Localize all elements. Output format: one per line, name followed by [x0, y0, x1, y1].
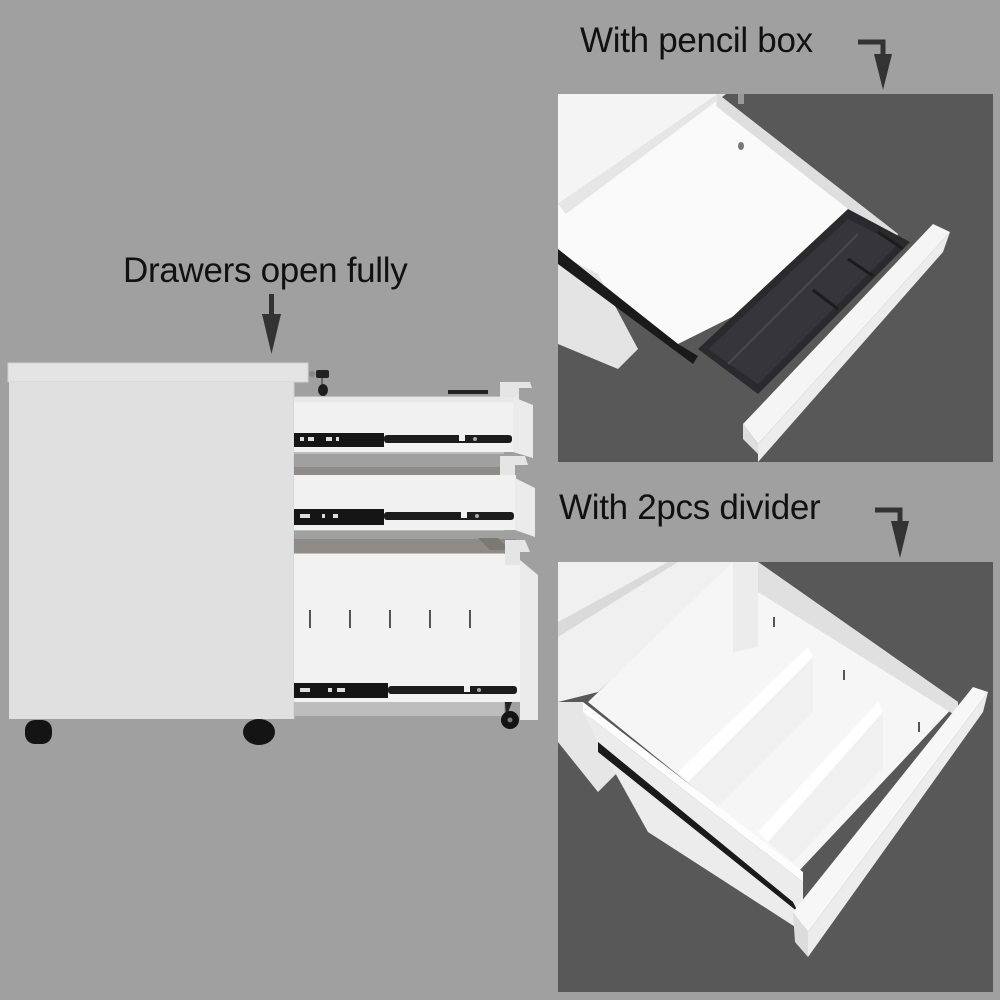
divider-label: With 2pcs divider: [559, 488, 821, 527]
pencil-box-photo: [558, 94, 993, 462]
arrow-down-icon: [262, 294, 282, 356]
arrow-bent-down-icon: [873, 503, 913, 559]
drawers-open-label: Drawers open fully: [123, 251, 408, 290]
arrow-bent-down-icon: [856, 36, 896, 92]
filing-cabinet-side-view: [0, 350, 550, 750]
pencil-box-label: With pencil box: [580, 21, 813, 60]
divider-photo: [558, 562, 993, 992]
